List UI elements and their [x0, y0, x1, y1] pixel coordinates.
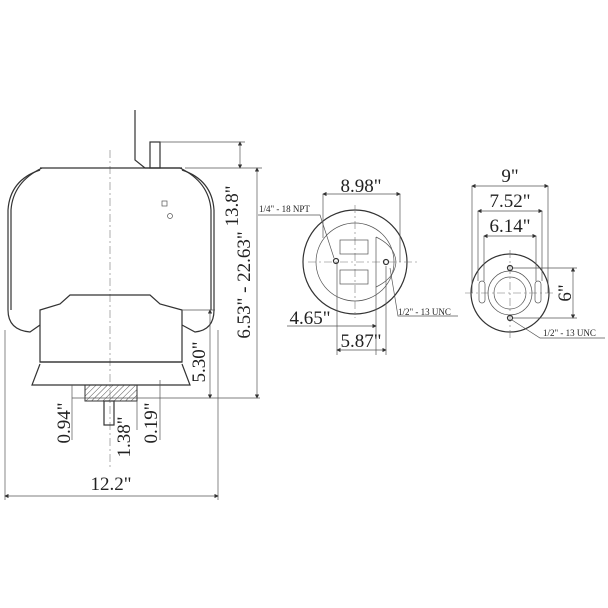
dim-height-range: 6.53" - 22.63"	[234, 231, 255, 338]
bellows-right	[181, 169, 215, 333]
bellows-left	[7, 169, 41, 333]
bottom-view: 9" 7.52" 6.14" 6" 1/2" - 13 UNC	[465, 166, 605, 339]
dim-overall-diameter: 12.2"	[90, 474, 131, 495]
dim-bolt-spacing: 6"	[555, 284, 576, 301]
air-port-hole	[332, 257, 340, 265]
base-slot	[534, 280, 542, 304]
dim-top-offset: 13.8"	[222, 185, 243, 226]
callout-stud-thread: 1/2" - 13 UNC	[398, 307, 451, 317]
dim-stud-spacing-b: 5.87"	[340, 331, 381, 352]
dim-base-offset: 0.94"	[54, 402, 75, 443]
piston-skirt	[31, 363, 191, 386]
port-square	[161, 200, 168, 207]
dim-outer-diameter: 9"	[501, 166, 518, 187]
bolt-hole	[506, 264, 514, 272]
base-plate	[84, 384, 138, 402]
dim-piston-height: 5.30"	[189, 341, 210, 382]
dim-plate-diameter: 8.98"	[340, 176, 381, 197]
dim-stud-length: 1.38"	[114, 416, 135, 457]
top-slot	[339, 269, 369, 285]
clamp-tab	[375, 236, 397, 288]
mounting-bracket	[134, 110, 180, 169]
base-slot	[478, 280, 486, 304]
piston	[39, 294, 183, 363]
top-stud	[149, 141, 161, 169]
dim-inner-span: 6.14"	[489, 216, 530, 237]
callout-air-port: 1/4" - 18 NPT	[259, 204, 310, 214]
dim-stud-spacing-a: 4.65"	[289, 308, 330, 329]
stud-hole	[382, 258, 390, 266]
bolt-hole	[506, 314, 514, 322]
dim-slot-span: 7.52"	[489, 191, 530, 212]
top-slot	[339, 239, 369, 255]
bottom-stud	[103, 400, 115, 426]
side-view: 13.8" 6.53" - 22.63" 5.30" 0.94" 1.38" 0…	[4, 110, 262, 500]
callout-bolt-thread: 1/2" - 13 UNC	[543, 328, 596, 338]
dim-base-thickness: 0.19"	[141, 402, 162, 443]
top-view: 8.98" 1/4" - 18 NPT 4.65" 5.87" 1/2" - 1…	[258, 176, 458, 355]
port-circle	[167, 213, 173, 219]
